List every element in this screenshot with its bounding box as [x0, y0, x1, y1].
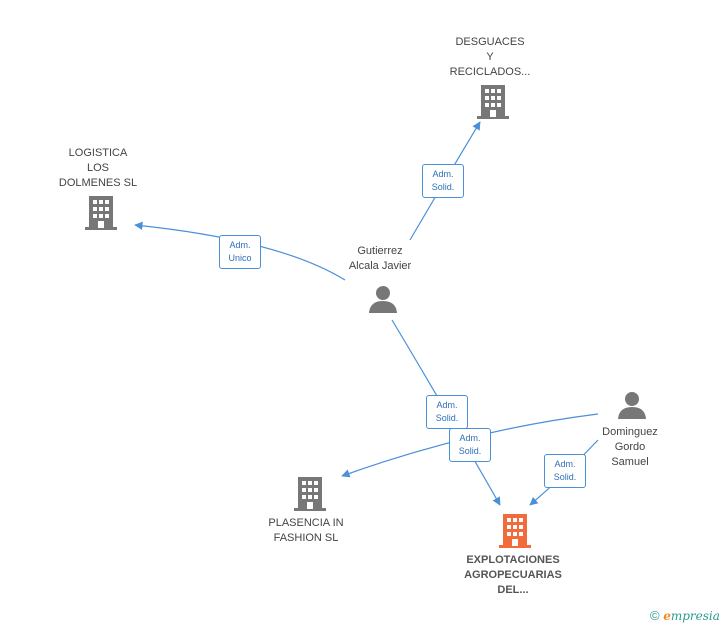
copyright-icon: © — [650, 608, 660, 623]
node-label-plasencia[interactable]: PLASENCIA IN FASHION SL — [268, 517, 344, 544]
node-label-desguaces[interactable]: DESGUACES Y RECICLADOS... — [449, 36, 531, 78]
person-icon[interactable] — [368, 284, 398, 314]
node-label-logistica[interactable]: LOGISTICA LOS DOLMENES SL — [58, 147, 138, 189]
person-icon[interactable] — [617, 390, 647, 420]
brand-name: mpresia — [670, 609, 720, 623]
edge-label-plasencia[interactable]: Adm. Solid. — [449, 428, 491, 462]
footer-brand: © empresia — [650, 608, 720, 623]
node-label-dominguez[interactable]: Dominguez Gordo Samuel — [602, 426, 658, 468]
building-icon[interactable] — [85, 196, 117, 230]
brand-initial: e — [663, 609, 671, 623]
edge-label-explotaciones-dominguez[interactable]: Adm. Solid. — [544, 454, 586, 488]
building-icon[interactable] — [477, 85, 509, 119]
edge-label-desguaces[interactable]: Adm. Solid. — [422, 164, 464, 198]
edge-label-logistica[interactable]: Adm. Unico — [219, 235, 261, 269]
building-icon[interactable] — [294, 477, 326, 511]
edge-label-explotaciones-gutierrez[interactable]: Adm. Solid. — [426, 395, 468, 429]
brand-logo: empresia — [663, 609, 720, 623]
node-label-explotaciones[interactable]: EXPLOTACIONES AGROPECUARIAS DEL... — [464, 554, 562, 596]
node-label-gutierrez[interactable]: Gutierrez Alcala Javier — [348, 245, 412, 272]
building-main-icon[interactable] — [499, 514, 531, 548]
